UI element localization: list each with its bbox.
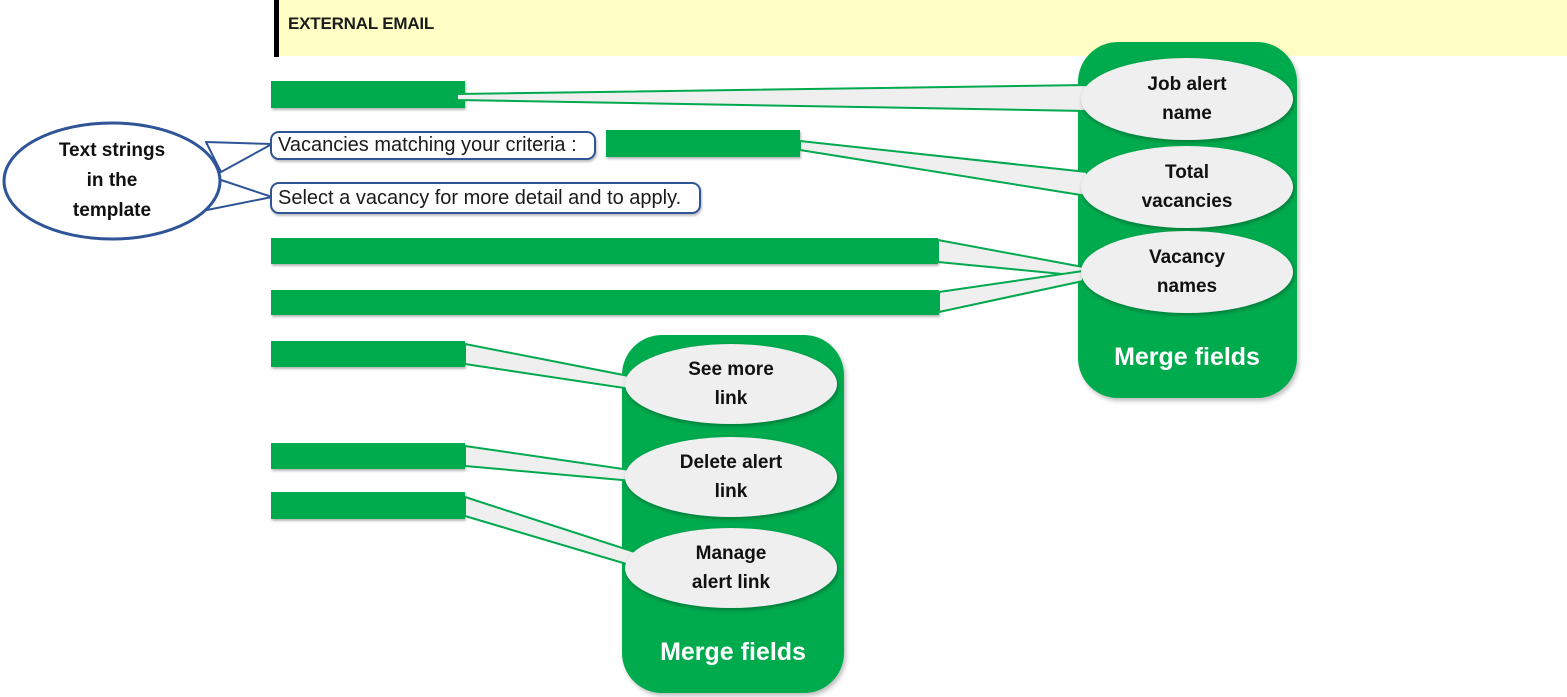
merge-field-bar-total-vacancies [606, 130, 800, 157]
bubble-label-delete-alert-link: Delete alert link [679, 452, 783, 502]
connector-delete-alert-link [464, 445, 645, 483]
merge-fields-title-right: Merge fields [1114, 343, 1260, 371]
external-email-label: EXTERNAL EMAIL [288, 14, 435, 33]
bubble-vacancy-names [1081, 231, 1293, 313]
text-string-box-criteria: Vacancies matching your criteria : [270, 131, 596, 160]
bubble-job-alert-name [1081, 58, 1293, 140]
merge-field-bar-manage-alert-link [271, 492, 465, 519]
merge-field-bar-vacancy-name-1 [271, 238, 938, 264]
text-string-criteria: Vacancies matching your criteria : [278, 134, 577, 156]
merge-fields-title-bottom: Merge fields [660, 638, 806, 666]
bubble-label-job-alert-name: Job alert name [1147, 74, 1227, 124]
connector-job-alert-name [456, 84, 1088, 112]
external-email-banner [279, 0, 1567, 56]
merge-field-bar-vacancy-name-2 [271, 290, 939, 315]
text-strings-ellipse [2, 121, 222, 241]
bubble-delete-alert-link [625, 437, 837, 517]
bubble-label-vacancy-names: Vacancy names [1148, 247, 1226, 297]
connector-text-string-1 [205, 141, 273, 173]
bubble-manage-alert-link [625, 528, 837, 608]
bubble-see-more-link [625, 344, 837, 424]
bubble-label-manage-alert-link: Manage alert link [691, 543, 771, 593]
text-string-select: Select a vacancy for more detail and to … [278, 186, 682, 209]
merge-field-bar-job-alert-name [271, 81, 465, 108]
banner-left-divider [274, 0, 279, 57]
bubble-label-see-more-link: See more link [688, 359, 774, 409]
merge-field-bar-delete-alert-link [271, 443, 465, 469]
connector-vacancy-name-1 [937, 239, 1084, 277]
bubble-total-vacancies [1081, 146, 1293, 228]
bubble-label-total-vacancies: Total vacancies [1141, 162, 1233, 212]
connector-total-vacancies [799, 140, 1088, 197]
connector-vacancy-name-2 [938, 270, 1084, 313]
merge-field-bar-see-more-link [271, 341, 465, 367]
text-strings-ellipse-label: Text strings in the template [58, 140, 166, 221]
text-string-box-select: Select a vacancy for more detail and to … [270, 182, 701, 214]
connector-see-more-link [464, 343, 645, 392]
